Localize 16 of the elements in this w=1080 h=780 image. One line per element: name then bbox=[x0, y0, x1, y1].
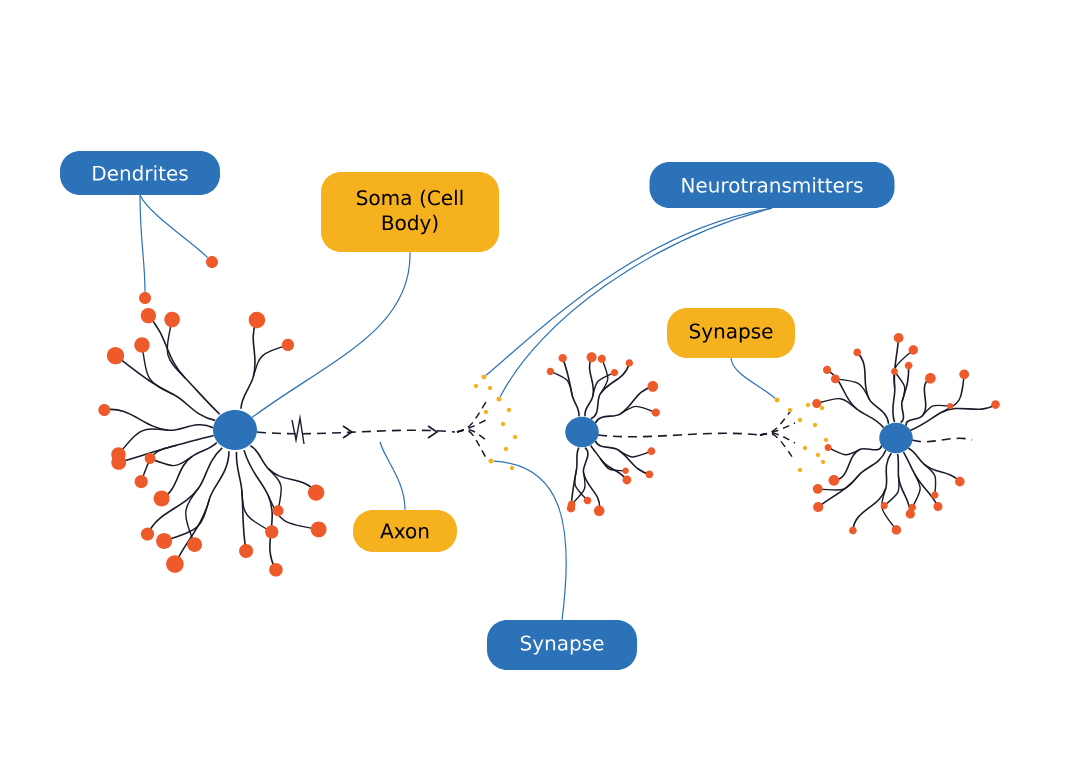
label-bubble: Axon bbox=[353, 510, 457, 552]
leader-line bbox=[139, 194, 209, 259]
leader-line bbox=[139, 194, 146, 293]
label-bubble: Neurotransmitters bbox=[649, 162, 895, 208]
cell-body bbox=[213, 410, 257, 450]
leader-line bbox=[493, 460, 567, 621]
label-bubble: Synapse bbox=[487, 620, 637, 670]
leader-line bbox=[379, 441, 406, 511]
dendrite-tip bbox=[139, 292, 151, 304]
leader-line bbox=[251, 251, 411, 418]
label-bubble: Synapse bbox=[667, 308, 795, 358]
dendrite-tip bbox=[206, 256, 218, 268]
label-bubble: Dendrites bbox=[60, 151, 220, 195]
leader-line bbox=[730, 357, 776, 399]
leader-line bbox=[499, 207, 773, 398]
label-bubble: Soma (Cell Body) bbox=[321, 172, 499, 252]
